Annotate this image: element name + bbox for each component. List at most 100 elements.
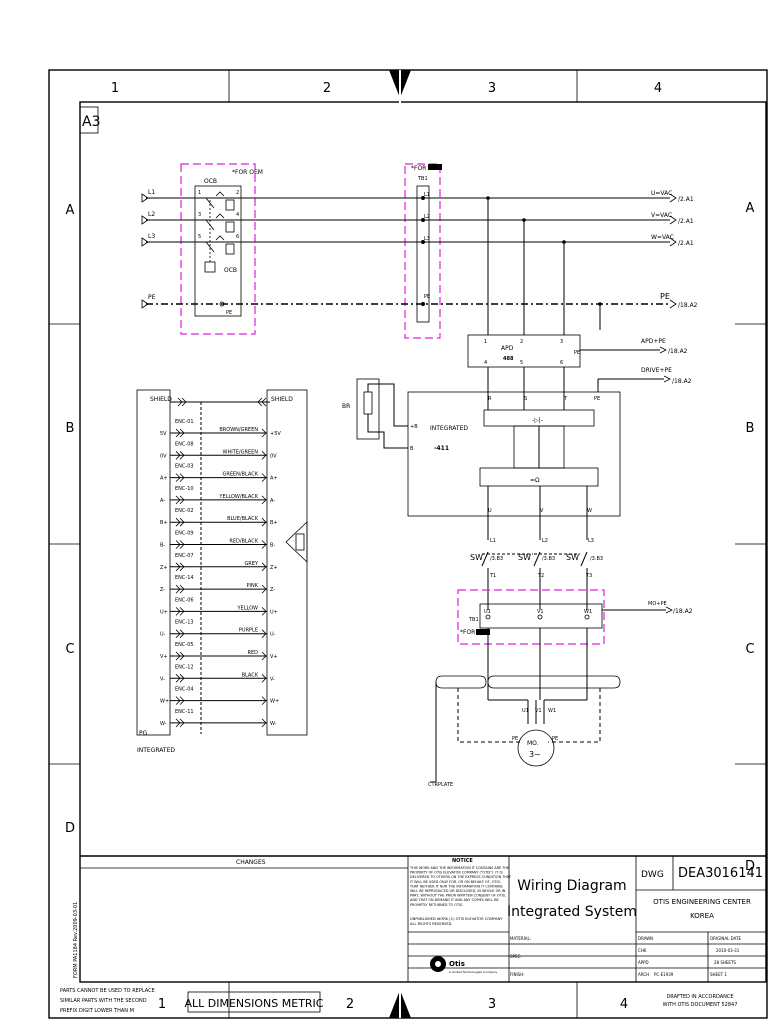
apd-pin-4: 4 <box>484 360 487 366</box>
encoder-pin-left: V+ <box>160 654 168 660</box>
apd-module: 1 2 3 4 5 6 PE APD 488 APD+PE /18.A2 DRI… <box>467 198 692 392</box>
motor-terminal-block: TB1 *FOR U1 V1 W1 MO+PE /18.A2 <box>457 589 693 700</box>
row-labels-right: A B C D <box>745 201 755 874</box>
sheet-border <box>48 69 768 1019</box>
sheet-size-label: A3 <box>82 114 100 130</box>
drive-pe-ref: /18.A2 <box>672 378 692 385</box>
pg-box <box>136 389 171 736</box>
encoder-pin-right: B+ <box>270 520 278 526</box>
row-label-c: C <box>65 642 74 657</box>
encoder-pin-left: A+ <box>160 476 168 482</box>
encoder-pin-left: 0V <box>160 453 167 459</box>
meta-arch: ARCH <box>638 972 649 977</box>
encoder-wire-color: RED <box>248 650 259 656</box>
encoder-tag: ENC-09 <box>175 531 194 537</box>
ocb-pin-4: 4 <box>236 212 239 218</box>
apd-pin-2: 2 <box>520 339 523 345</box>
motor-label: MO. <box>527 740 539 747</box>
encoder-wire-color: YELLOW/BLACK <box>218 494 258 500</box>
output-ref-pe: /18.A2 <box>678 302 698 309</box>
encoder-pin-left: B- <box>160 543 165 549</box>
drive-pin-pe: PE <box>594 396 600 402</box>
otis-logo-text: Otis <box>449 960 465 968</box>
inverter-block <box>479 467 599 487</box>
row-label-a: A <box>66 203 75 218</box>
ocb-pin-6: 6 <box>236 234 239 240</box>
drive-encoder-terminal <box>266 389 308 736</box>
row-label-d: D <box>65 821 75 836</box>
switch-upper-1: L1 <box>490 538 496 544</box>
company-2: KOREA <box>690 912 714 920</box>
encoder-tag: ENC-04 <box>175 687 194 693</box>
encoder-tag: ENC-08 <box>175 441 194 447</box>
col-label-1: 1 <box>111 81 119 96</box>
col-label-3-bottom: 3 <box>488 997 496 1012</box>
pg-label: PG <box>139 730 148 737</box>
parts-note-2: SIMILAR PARTS WITH THE SECOND <box>60 998 147 1004</box>
row-label-c-right: C <box>745 642 754 657</box>
row-label-a-right: A <box>746 201 755 216</box>
notice-title: NOTICE <box>452 858 473 864</box>
column-labels-top: 1 2 3 4 <box>111 81 662 96</box>
encoder-pin-left: W- <box>160 721 167 727</box>
encoder-pin-right: U+ <box>270 609 278 615</box>
motor-pin-v1: V1 <box>535 708 542 714</box>
output-ref-v: /2.A1 <box>678 218 694 225</box>
encoder-pin-left: Z- <box>160 587 165 593</box>
apd-pe-ref: /18.A2 <box>668 348 688 355</box>
motor-tb-pin-w1: W1 <box>584 609 592 615</box>
field-spec: SPEC: <box>510 954 522 959</box>
metric-label: ALL DIMENSIONS METRIC <box>185 997 324 1010</box>
switch-label-2: SW <box>518 553 531 562</box>
encoder-row: W+ENC-04W+ <box>160 687 279 705</box>
encoder-pin-right: V- <box>270 676 275 682</box>
dwg-number: DEA3016141 <box>678 866 763 881</box>
notice-line: IT WILL BE USED ONLY FOR, OR ON BEHALF O… <box>410 880 501 884</box>
tb1-terminal-block <box>416 185 430 323</box>
ocb-oem-note: *FOR OEM <box>232 169 263 176</box>
encoder-wire-color: BLACK <box>242 672 259 678</box>
encoder-tag: ENC-14 <box>175 575 194 581</box>
footer: PARTS CANNOT BE USED TO REPLACE SIMILAR … <box>60 988 737 1014</box>
encoder-pin-left: B+ <box>160 520 168 526</box>
encoder-pin-left: V- <box>160 676 165 682</box>
col-label-2-bottom: 2 <box>346 997 354 1012</box>
apd-pin-1: 1 <box>484 339 487 345</box>
apd-pe-out: APD+PE <box>641 338 666 345</box>
title-block: CHANGES FORM PA1184 Rev.2009-03-01 NOTIC… <box>73 855 766 982</box>
ocb-breaker <box>194 185 242 317</box>
encoder-wire-color: YELLOW <box>237 605 259 611</box>
sheets-count: 28 SHEETS <box>714 960 736 965</box>
motor-pe-left: PE <box>512 736 518 742</box>
shield-left: SHIELD <box>150 396 172 403</box>
encoder-section: SHIELD SHIELD PG INTEGRATED 5VENC-01BROW… <box>136 389 308 754</box>
encoder-wire-color: GREEN/BLACK <box>222 472 258 478</box>
notice-line: AND THAT ON DEMAND IT AND ANY COPIES WIL… <box>410 898 499 902</box>
original-date-label: ORIGINAL DATE <box>710 936 741 941</box>
ocb-pin-numbers: 1 2 3 4 5 6 <box>198 190 239 240</box>
drafted-2: WITH OTIS DOCUMENT 52847 <box>663 1002 738 1008</box>
encoder-pin-right: Z+ <box>270 565 278 571</box>
motor: U1 V1 W1 PE PE MO. 3~ CTRPLATE <box>428 675 621 788</box>
ctrplate-label: CTRPLATE <box>428 782 453 788</box>
drive-pin-v: V <box>540 508 544 514</box>
meta-arch-value: PC-E1939 <box>654 972 674 977</box>
row-label-d-right: D <box>745 859 755 874</box>
tb1-pin-l2: L2 <box>424 214 430 220</box>
encoder-wire-color: PINK <box>246 583 258 589</box>
encoder-pin-left: 5V <box>160 431 167 437</box>
motor-tb-note: *FOR <box>460 629 475 636</box>
drawing-title-1: Wiring Diagram <box>517 878 626 894</box>
notice-line: PART, WITHOUT THE PRIOR WRITTEN CONSENT … <box>410 894 506 898</box>
encoder-tag: ENC-03 <box>175 464 194 470</box>
apd-label: APD <box>501 345 514 352</box>
apd-pe-pin: PE <box>574 350 580 356</box>
notice-lines: THIS WORK AND THE INFORMATION IT CONTAIN… <box>409 866 512 907</box>
